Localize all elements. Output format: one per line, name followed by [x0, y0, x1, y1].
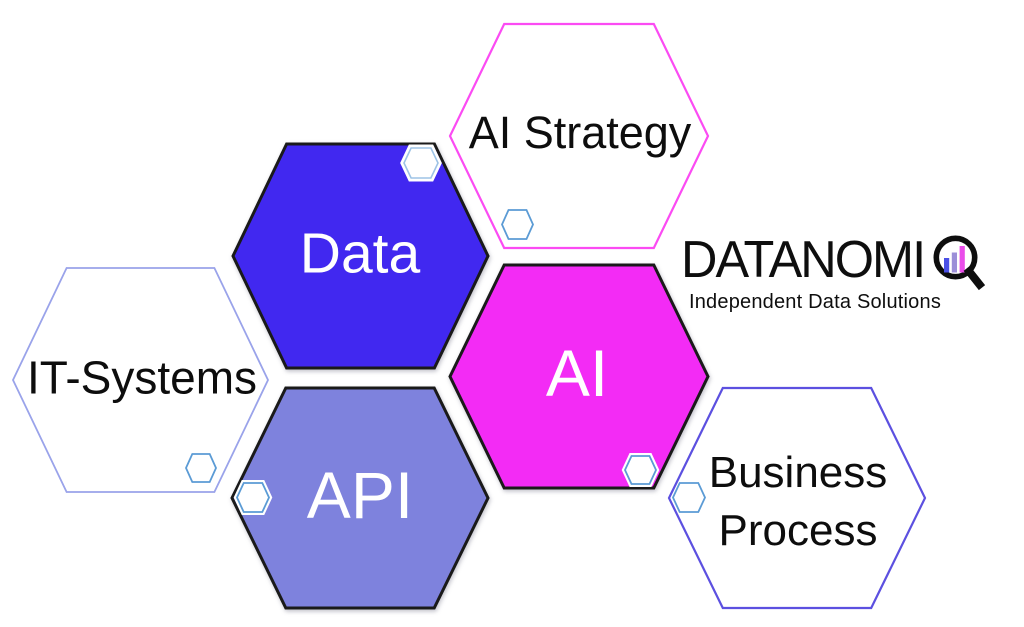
hexagon-data [231, 142, 490, 370]
api-label: API [306, 457, 414, 532]
small-hexagon-ai-strategy-icon [501, 209, 534, 240]
small-hexagon-data-icon [403, 147, 439, 179]
hexagon-it-systems [12, 267, 269, 493]
hexagon-ai-strategy [448, 22, 710, 250]
business-process-label-line2: Process [718, 506, 878, 555]
hexagon-api [230, 386, 490, 610]
it-systems-label: IT-Systems [26, 351, 258, 404]
business-process-label-line1: Business [708, 447, 888, 497]
ai-strategy-label: AI Strategy [468, 106, 692, 158]
small-hexagon-api-icon [236, 482, 270, 513]
business-process-label: Business Process [709, 444, 888, 560]
logo-brand-text: DATANOMI [681, 231, 926, 289]
magnifier-q-icon [933, 235, 985, 291]
magnifier-handle [963, 265, 985, 291]
logo-bar-purple [951, 252, 957, 273]
hexagon-business-process [667, 386, 927, 610]
logo-tagline: Independent Data Solutions [688, 291, 942, 313]
small-hexagon-ai-icon [624, 455, 657, 485]
logo-bar-blue [943, 258, 949, 273]
magnifier-ring [933, 235, 978, 280]
small-hexagon-business-process-icon [672, 482, 706, 513]
small-hexagon-it-systems-icon [185, 453, 217, 483]
ai-label: AI [545, 335, 609, 410]
data-label: Data [299, 221, 421, 286]
hexagon-ai [448, 263, 710, 490]
logo-wordmark: DATANOMI [681, 234, 993, 300]
logo-bar-magenta [959, 246, 965, 273]
datanomiq-logo: DATANOMI Independent Data Solutions [681, 234, 993, 314]
